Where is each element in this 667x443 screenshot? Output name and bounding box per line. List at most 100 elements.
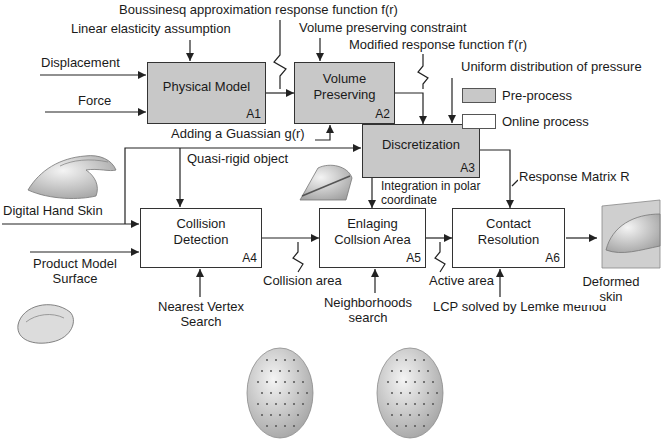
annotation-label: Adding a Guassian g(r) xyxy=(170,127,306,142)
product-shape xyxy=(18,305,74,344)
input-arrow xyxy=(179,148,180,207)
fingertip-mesh xyxy=(247,348,313,438)
input-arrow xyxy=(189,40,190,61)
connector-label: Collision area xyxy=(262,274,343,289)
mesh-dot xyxy=(409,370,411,372)
mesh-dot xyxy=(293,425,295,427)
flow-arrow xyxy=(262,237,319,238)
mesh-dot xyxy=(284,359,286,361)
finger-shape xyxy=(300,165,352,200)
online-process-box: Enlaging Collsion AreaA5 xyxy=(319,208,426,268)
mesh-dot xyxy=(400,414,402,416)
mesh-dot xyxy=(297,414,299,416)
mesh-dot xyxy=(414,381,416,383)
mesh-dot xyxy=(288,370,290,372)
mesh-dot xyxy=(409,414,411,416)
hand-illustration xyxy=(28,156,116,199)
process-name: Contact Resolution xyxy=(461,216,556,247)
input-arrow xyxy=(199,269,200,297)
leader-line xyxy=(293,242,303,272)
mesh-dot xyxy=(418,414,420,416)
legend-entry: Pre-process xyxy=(462,88,572,103)
mesh-dot xyxy=(427,370,429,372)
finger-line xyxy=(60,160,108,166)
product-illustration xyxy=(18,305,74,344)
annotation-label: Uniform distribution of pressure xyxy=(460,60,643,75)
process-name: Volume Preserving xyxy=(303,71,386,102)
process-id: A3 xyxy=(460,162,475,175)
mesh-dot xyxy=(405,403,407,405)
mesh-dot xyxy=(396,425,398,427)
mesh-dot xyxy=(297,370,299,372)
process-name: Collision Detection xyxy=(149,216,253,247)
annotation-label: Nearest Vertex Search xyxy=(150,300,252,330)
pre-process-box: Volume PreservingA2 xyxy=(294,62,395,124)
input-arrow xyxy=(315,125,330,140)
input-arrow xyxy=(30,251,139,252)
mesh-dot xyxy=(284,403,286,405)
mesh-dot xyxy=(387,381,389,383)
connector-label: Active area xyxy=(428,274,495,289)
process-id: A4 xyxy=(242,252,257,265)
mesh-dot xyxy=(279,370,281,372)
mesh-dot xyxy=(400,370,402,372)
input-arrow xyxy=(499,269,500,297)
mesh-dot xyxy=(414,425,416,427)
mesh-dot xyxy=(427,392,429,394)
legend-swatch xyxy=(462,88,496,103)
mesh-dot xyxy=(297,392,299,394)
mesh-dot xyxy=(257,403,259,405)
annotation-label: Volume preserving constraint xyxy=(298,21,468,36)
mesh-dot xyxy=(391,414,393,416)
mesh-dot xyxy=(288,414,290,416)
mesh-dot xyxy=(423,359,425,361)
annotation-label: Digital Hand Skin xyxy=(2,204,104,219)
mesh-dot xyxy=(275,359,277,361)
mesh-dot xyxy=(266,403,268,405)
process-id: A5 xyxy=(406,252,421,265)
mesh-dot xyxy=(275,425,277,427)
process-id: A2 xyxy=(375,108,390,121)
mesh-dot xyxy=(396,381,398,383)
mesh-dot xyxy=(387,403,389,405)
mesh-dot xyxy=(306,392,308,394)
mesh-dot xyxy=(257,381,259,383)
mesh-dot xyxy=(423,403,425,405)
mesh-dot xyxy=(270,392,272,394)
mesh-dot xyxy=(409,392,411,394)
mesh-dot xyxy=(423,425,425,427)
mesh-dot xyxy=(293,403,295,405)
mesh-dot xyxy=(418,370,420,372)
mesh-dot xyxy=(432,381,434,383)
input-arrow xyxy=(319,38,320,61)
input-arrow xyxy=(40,74,146,75)
surface-line xyxy=(302,176,350,196)
flow-arrow xyxy=(371,178,372,208)
mesh-dot xyxy=(391,392,393,394)
online-process-box: Contact ResolutionA6 xyxy=(452,208,565,268)
mesh-dot xyxy=(391,370,393,372)
mesh-dot xyxy=(270,414,272,416)
mesh-dot xyxy=(261,392,263,394)
process-id: A1 xyxy=(246,108,261,121)
mesh-dot xyxy=(414,359,416,361)
connector-label: Response Matrix R xyxy=(518,170,631,185)
process-id: A6 xyxy=(545,252,560,265)
finger-shape xyxy=(606,214,660,253)
annotation-label: Neighborhoods search xyxy=(315,296,421,326)
mesh-dot xyxy=(266,359,268,361)
mesh-dot xyxy=(436,392,438,394)
annotation-label: Displacement xyxy=(40,56,121,71)
flow-arrow xyxy=(395,93,423,124)
pre-process-box: Physical ModelA1 xyxy=(147,62,266,124)
mesh-dot xyxy=(432,403,434,405)
mesh-dot xyxy=(418,392,420,394)
mesh-dot xyxy=(261,414,263,416)
mesh-dots xyxy=(257,359,438,427)
annotation-label: Force xyxy=(77,94,112,109)
product-edge xyxy=(26,315,64,322)
legend-entry: Online process xyxy=(462,114,589,129)
leader-line xyxy=(274,20,286,89)
process-name: Discretization xyxy=(382,137,460,153)
